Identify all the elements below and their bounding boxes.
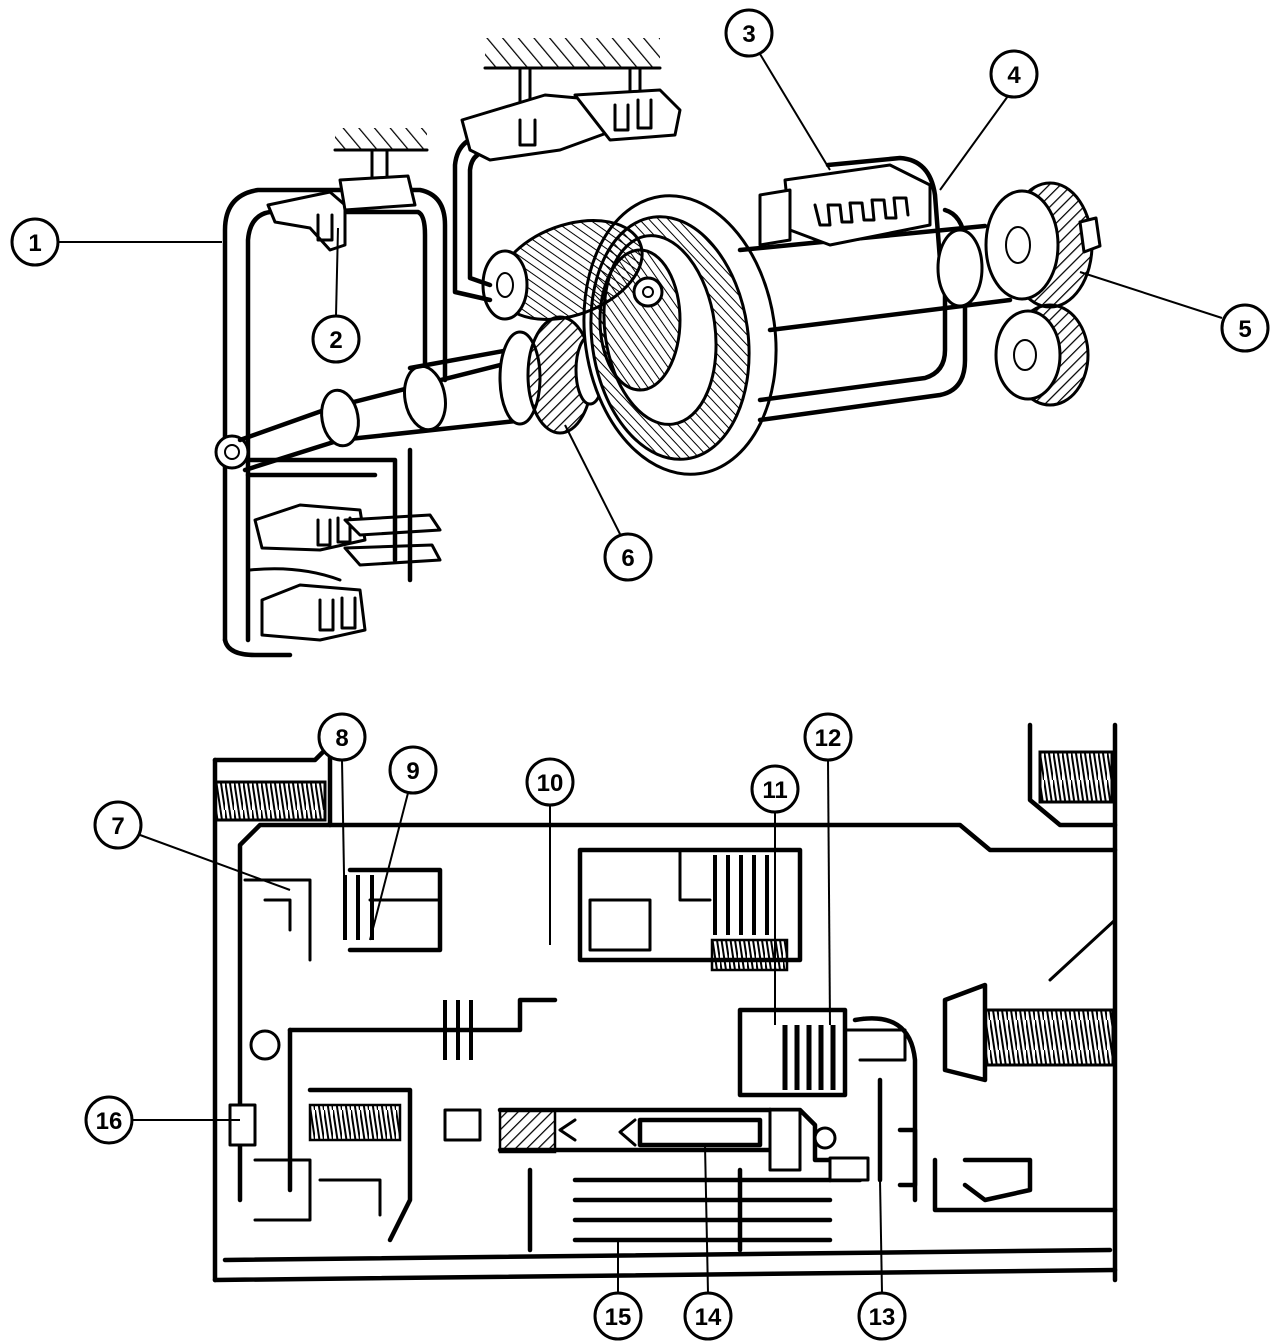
callout-11-label: 11 xyxy=(762,777,787,804)
transaxle-cross-section xyxy=(212,722,1118,1283)
callout-12: 12 xyxy=(803,712,853,762)
callout-6: 6 xyxy=(603,532,653,582)
callout-10: 10 xyxy=(525,757,575,807)
transfer-gear-lower xyxy=(994,303,1090,407)
callout-8: 8 xyxy=(317,712,367,762)
callout-3-label: 3 xyxy=(742,21,755,48)
threaded-section-right-top xyxy=(1038,750,1114,804)
callout-15: 15 xyxy=(593,1291,643,1341)
lower-clip-assembly xyxy=(245,447,442,642)
clutch-pack-upper xyxy=(577,847,803,972)
planetary-gearset-illustration xyxy=(214,38,1102,658)
callout-5: 5 xyxy=(1220,303,1270,353)
leader-lines xyxy=(58,53,1223,1294)
callout-1-label: 1 xyxy=(28,230,41,257)
main-shaft xyxy=(237,330,542,473)
lower-shaft xyxy=(527,1167,833,1253)
callout-7-label: 7 xyxy=(111,813,124,840)
callout-2: 2 xyxy=(311,314,361,364)
threaded-section-left xyxy=(213,780,327,822)
callout-15-label: 15 xyxy=(605,1304,632,1331)
callout-13: 13 xyxy=(857,1291,907,1341)
clutch-pack-right xyxy=(737,1007,918,1203)
callout-2-label: 2 xyxy=(329,327,342,354)
callout-7: 7 xyxy=(93,800,143,850)
band-servo-block xyxy=(758,163,932,247)
callout-16: 16 xyxy=(84,1095,134,1145)
callout-9: 9 xyxy=(388,745,438,795)
callout-10-label: 10 xyxy=(537,770,564,797)
ground-symbol-left xyxy=(333,128,429,182)
differential-side xyxy=(767,1107,1118,1213)
transfer-gear-upper xyxy=(984,181,1102,309)
callout-14: 14 xyxy=(683,1291,733,1341)
callout-16-label: 16 xyxy=(96,1108,123,1135)
callout-4-label: 4 xyxy=(1007,62,1021,89)
threaded-section-right-mid xyxy=(942,918,1117,1083)
callout-12-label: 12 xyxy=(815,725,842,752)
right-carrier-frame xyxy=(452,88,968,423)
clutch-pack-left xyxy=(249,867,558,1243)
callout-1: 1 xyxy=(10,217,60,267)
callout-6-label: 6 xyxy=(621,545,634,572)
callout-8-label: 8 xyxy=(335,725,348,752)
callout-11: 11 xyxy=(750,764,800,814)
center-shaft xyxy=(443,1107,773,1154)
callout-3: 3 xyxy=(724,8,774,58)
callout-4: 4 xyxy=(989,49,1039,99)
callout-13-label: 13 xyxy=(869,1304,896,1331)
callout-14-label: 14 xyxy=(695,1304,722,1331)
left-internals xyxy=(228,878,382,1222)
callout-5-label: 5 xyxy=(1238,316,1251,343)
callout-9-label: 9 xyxy=(406,758,419,785)
planet-pinions xyxy=(481,219,682,392)
